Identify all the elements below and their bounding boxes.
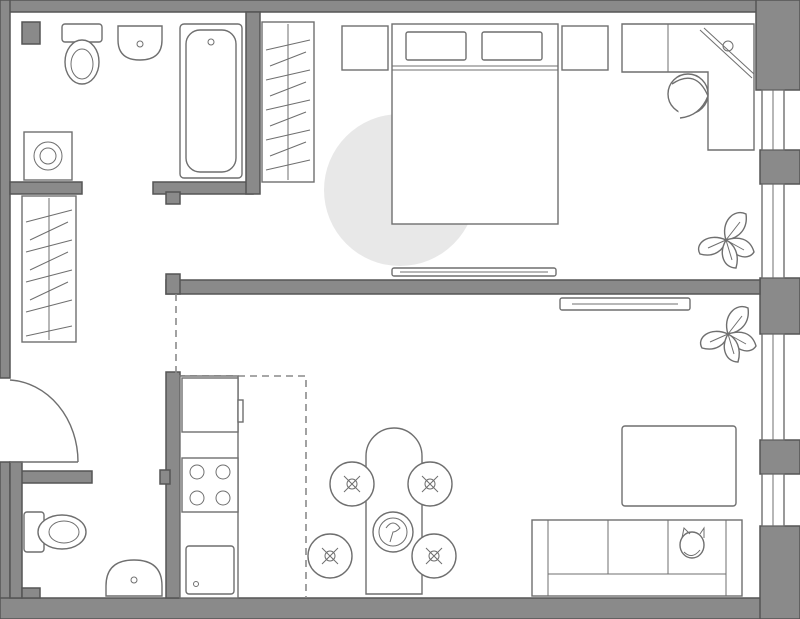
wall-kitchen-stub — [159, 469, 171, 485]
dining-table-icon — [365, 427, 423, 595]
tv-icon — [559, 297, 691, 311]
plant-icon — [697, 211, 755, 269]
wall-bath-hall — [9, 181, 83, 195]
tv-icon — [391, 267, 557, 277]
window-icon — [761, 89, 785, 151]
hallway — [21, 195, 77, 343]
wall-notch — [21, 21, 41, 45]
nightstand-icon — [341, 25, 389, 71]
plant-icon — [699, 305, 757, 363]
office-chair-icon — [667, 73, 709, 119]
coffee-table-icon — [621, 425, 737, 507]
bathroom — [23, 23, 243, 181]
window-icon — [761, 183, 785, 279]
nightstand-icon — [561, 25, 609, 71]
wall-left-lower — [0, 461, 11, 619]
wardrobe-icon — [261, 21, 315, 183]
bedroom — [261, 21, 755, 277]
double-bed-icon — [391, 23, 559, 225]
kitchen-living — [175, 294, 757, 599]
windows — [761, 89, 785, 527]
desk-icon — [621, 23, 755, 151]
toilet-icon — [61, 23, 103, 85]
wall-toilet-stub — [9, 461, 23, 599]
wall-bedroom-living-post — [165, 273, 181, 295]
kitchen-zone-outline — [175, 294, 307, 598]
refrigerator-icon — [181, 377, 244, 433]
window-icon — [761, 473, 785, 527]
wall-right-4 — [759, 439, 800, 475]
washing-machine-icon — [23, 131, 73, 181]
wall-bath-stub-post — [165, 191, 181, 205]
wardrobe-icon — [21, 195, 77, 343]
wall-right-1 — [755, 0, 800, 91]
sink-icon — [105, 559, 163, 597]
kitchen-sink-icon — [185, 545, 235, 595]
wall-toilet-corner — [21, 587, 41, 599]
stove-icon — [181, 457, 239, 513]
wall-left-upper — [0, 0, 11, 379]
dining-chair-icon — [329, 461, 375, 507]
wall-kitchen — [165, 371, 181, 599]
window-icon — [761, 333, 785, 441]
wall-right-5 — [759, 525, 800, 619]
wall-bath-bedroom — [245, 11, 261, 195]
wall-bottom — [0, 597, 800, 619]
wall-right-2 — [759, 149, 800, 185]
toilet-room — [23, 511, 163, 597]
sink-icon — [117, 25, 163, 61]
sofa-icon — [531, 519, 743, 597]
dining-chair-icon — [307, 533, 353, 579]
toilet-icon — [23, 511, 87, 553]
bathtub-icon — [179, 23, 243, 179]
dining-chair-icon — [411, 533, 457, 579]
wall-top — [0, 0, 800, 13]
cat-icon — [679, 526, 705, 559]
wall-bedroom-living — [165, 279, 761, 295]
wall-right-3 — [759, 277, 800, 335]
dining-chair-icon — [407, 461, 453, 507]
door-icon — [9, 379, 79, 463]
